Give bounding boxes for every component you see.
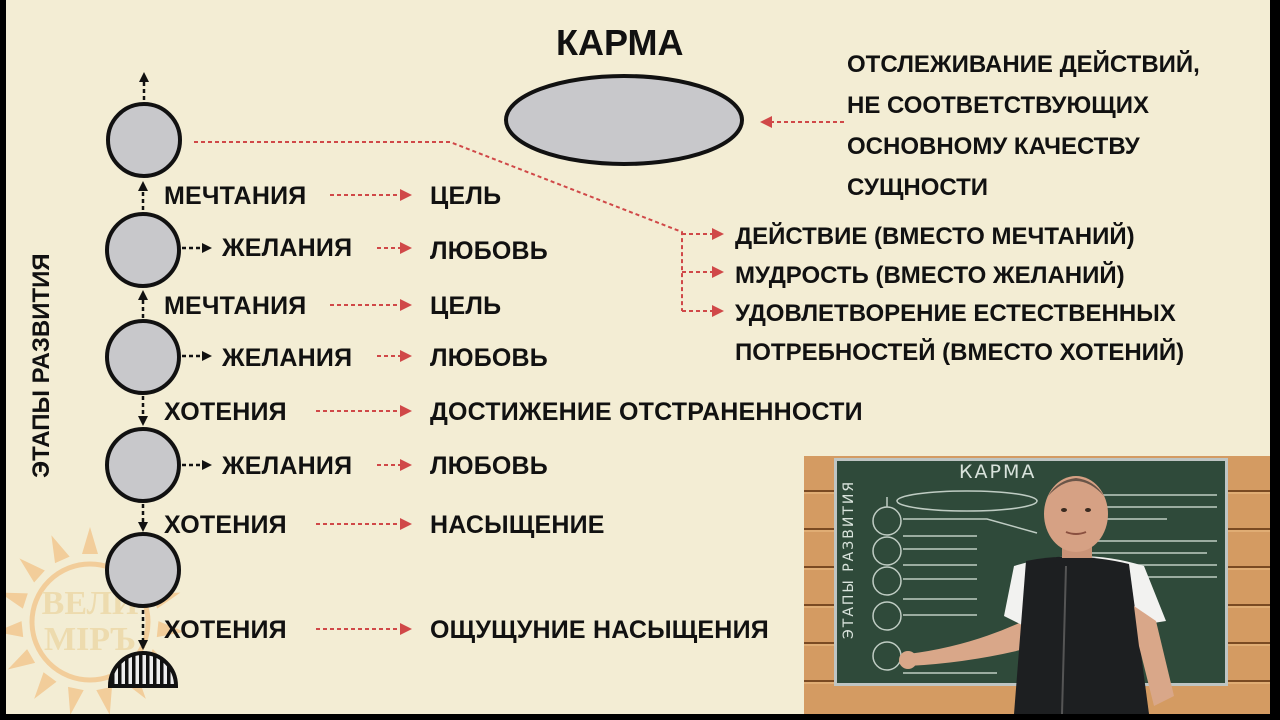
replacement-item: ДЕЙСТВИЕ (ВМЕСТО МЕЧТАНИЙ) <box>735 223 1135 250</box>
row-from: ХОТЕНИЯ <box>164 511 287 539</box>
replacement-item: ПОТРЕБНОСТЕЙ (ВМЕСТО ХОТЕНИЙ) <box>735 338 1185 366</box>
stage-circle-3 <box>105 319 181 395</box>
karma-ellipse <box>504 74 744 166</box>
stage-circle-1 <box>106 102 182 178</box>
row-to: ЦЕЛЬ <box>430 182 502 210</box>
frame-bottom <box>0 714 1280 720</box>
vertical-label: ЭТАПЫ РАЗВИТИЯ <box>28 253 55 478</box>
row-from: ХОТЕНИЯ <box>164 398 287 426</box>
board-title: КАРМА <box>959 461 1037 483</box>
row-from: ХОТЕНИЯ <box>164 616 287 644</box>
row-to: ОЩУЩУНИЕ НАСЫЩЕНИЯ <box>430 616 769 644</box>
row-from: МЕЧТАНИЯ <box>164 292 307 320</box>
frame-left <box>0 0 6 720</box>
row-from: ЖЕЛАНИЯ <box>222 344 353 372</box>
karma-note-line: ОТСЛЕЖИВАНИЕ ДЕЙСТВИЙ, <box>847 51 1200 78</box>
stage-circle-4 <box>105 427 181 503</box>
row-to: ЛЮБОВЬ <box>430 452 548 480</box>
replacement-item: УДОВЛЕТВОРЕНИЕ ЕСТЕСТВЕННЫХ <box>735 300 1176 327</box>
karma-note-line: ОСНОВНОМУ КАЧЕСТВУ <box>847 133 1140 160</box>
base-half-circle <box>107 651 179 688</box>
row-from: МЕЧТАНИЯ <box>164 182 307 210</box>
row-to: ЛЮБОВЬ <box>430 344 548 372</box>
slide-title: КАРМА <box>556 22 684 63</box>
row-to: ДОСТИЖЕНИЕ ОТСТРАНЕННОСТИ <box>430 398 863 426</box>
frame-right <box>1270 0 1280 720</box>
stage-circle-2 <box>105 212 181 288</box>
diagram <box>105 72 844 688</box>
row-to: ЛЮБОВЬ <box>430 237 548 265</box>
stage-circle-5 <box>105 532 181 608</box>
video-inset[interactable]: КАРМА ЭТАПЫ РАЗВИТИЯ <box>804 456 1270 714</box>
karma-note-line: НЕ СООТВЕТСТВУЮЩИХ <box>847 92 1149 119</box>
replacement-item: МУДРОСТЬ (ВМЕСТО ЖЕЛАНИЙ) <box>735 261 1125 289</box>
karma-note: ОТСЛЕЖИВАНИЕ ДЕЙСТВИЙ, НЕ СООТВЕТСТВУЮЩИ… <box>847 44 1200 208</box>
row-to: ЦЕЛЬ <box>430 292 502 320</box>
presenter <box>899 476 1174 714</box>
row-to: НАСЫЩЕНИЕ <box>430 511 605 539</box>
karma-note-line: СУЩНОСТИ <box>847 174 989 201</box>
stage-circles <box>105 102 182 688</box>
row-from: ЖЕЛАНИЯ <box>222 234 353 262</box>
slide: ВЕЛИ МІРЪ <box>6 0 1270 714</box>
replacements-list: ДЕЙСТВИЕ (ВМЕСТО МЕЧТАНИЙ) МУДРОСТЬ (ВМЕ… <box>735 218 1184 372</box>
svg-text:МІРЪ: МІРЪ <box>44 621 136 658</box>
row-from: ЖЕЛАНИЯ <box>222 452 353 480</box>
